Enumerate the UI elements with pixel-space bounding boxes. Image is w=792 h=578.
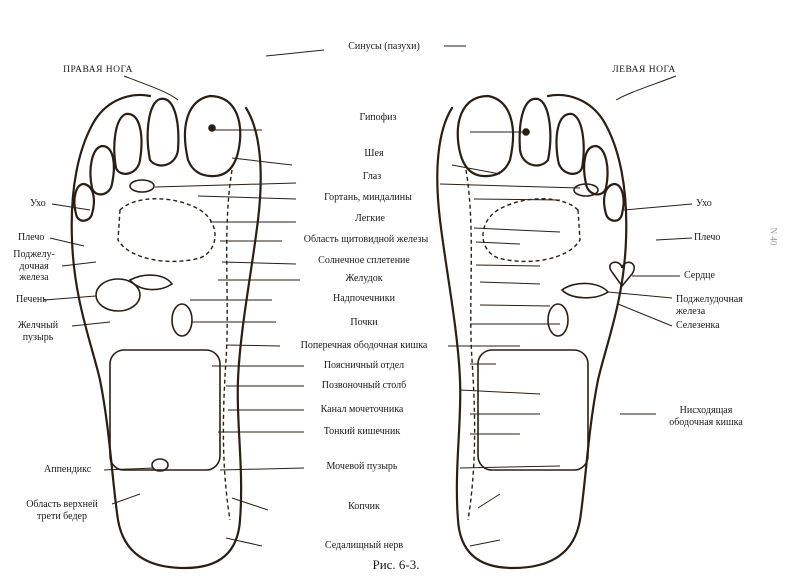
- label-coccyx: Копчик: [348, 501, 380, 512]
- right-liver: [96, 279, 140, 311]
- right-intestine-frame: [110, 350, 220, 470]
- label-kidneys: Почки: [350, 317, 378, 328]
- right-label-upper-thigh: Область верхней трети бедер: [26, 499, 98, 522]
- label-lumbar: Поясничный отдел: [323, 360, 405, 371]
- right-foot-callout-curve: [124, 76, 178, 100]
- label-bladder: Мочевой пузырь: [326, 461, 398, 472]
- edge-mark: N 40: [768, 227, 779, 246]
- left-spine-line: [466, 170, 475, 520]
- left-heart: [610, 262, 634, 286]
- label-neck: Шея: [364, 148, 384, 159]
- left-label-descending-colon: Нисходящая ободочная кишка: [669, 405, 743, 428]
- figure-caption: Рис. 6-3.: [372, 557, 420, 572]
- left-label-heart: Сердце: [684, 270, 715, 281]
- label-ureter: Канал мочеточника: [320, 404, 404, 415]
- label-lungs: Легкие: [355, 213, 385, 224]
- label-pituitary: Гипофиз: [359, 112, 397, 123]
- label-transverse-colon: Поперечная ободочная кишка: [300, 340, 428, 351]
- label-larynx-tonsils: Гортань, миндалины: [324, 192, 412, 203]
- label-sinuses: Синусы (пазухи): [348, 41, 420, 52]
- label-small-intestine: Тонкий кишечник: [323, 426, 401, 437]
- left-label-ear: Ухо: [696, 198, 712, 209]
- right-foot-title: ПРАВАЯ НОГА: [63, 65, 133, 75]
- right-kidney: [172, 304, 192, 336]
- right-spine-line: [223, 170, 232, 520]
- left-eye-zone: [574, 184, 598, 196]
- left-label-pancreas: Поджелудочная железа: [676, 294, 743, 317]
- left-intestine-frame: [478, 350, 588, 470]
- label-solar-plexus: Солнечное сплетение: [318, 255, 410, 266]
- right-lung-zone: [118, 199, 215, 262]
- right-label-liver: Печень: [16, 294, 47, 305]
- label-adrenals: Надпочечники: [332, 293, 396, 304]
- left-foot-title: ЛЕВАЯ НОГА: [612, 65, 676, 75]
- left-foot-outline: [437, 95, 626, 568]
- right-foot-toes: [74, 96, 240, 221]
- right-label-gallbladder: Желчный пузырь: [17, 320, 59, 343]
- right-heel-bladder: [152, 459, 168, 471]
- right-label-shoulder: Плечо: [18, 232, 45, 243]
- right-foot-outline: [72, 95, 261, 568]
- label-eye: Глаз: [362, 171, 382, 182]
- left-lung-zone: [483, 199, 580, 262]
- left-foot-callout-curve: [616, 76, 676, 100]
- right-label-pancreas: Поджелу- дочная железа: [13, 249, 55, 283]
- label-spinal-column: Позвоночный столб: [321, 380, 407, 391]
- label-stomach: Желудок: [345, 273, 383, 284]
- right-label-appendix: Аппендикс: [44, 464, 92, 475]
- left-label-shoulder: Плечо: [694, 232, 721, 243]
- label-thyroid-area: Область щитовидной железы: [303, 234, 429, 245]
- right-pituitary-dot: [209, 125, 215, 131]
- left-pancreas: [562, 283, 608, 297]
- right-eye-zone: [130, 180, 154, 192]
- left-label-spleen: Селезенка: [676, 320, 720, 331]
- right-pancreas: [130, 275, 172, 290]
- label-sciatic-nerve: Седалищный нерв: [324, 540, 404, 551]
- right-label-ear: Ухо: [30, 198, 46, 209]
- left-kidney: [548, 304, 568, 336]
